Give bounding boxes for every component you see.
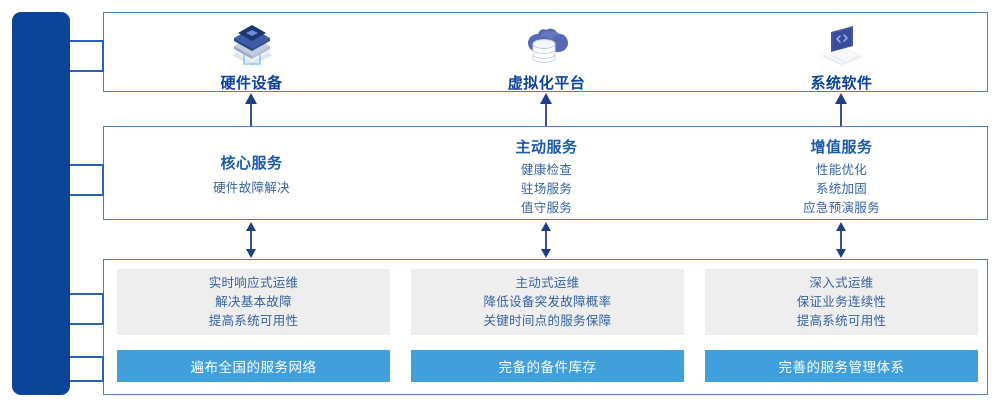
content-column-active-service[interactable]: 主动服务 健康检查 驻场服务 值守服务 xyxy=(399,127,694,219)
arrow-double-content-to-position xyxy=(833,222,849,263)
arrow-up-tech-to-content xyxy=(833,93,849,131)
position-card-line: 关键时间点的服务保障 xyxy=(483,313,612,328)
advantage-bar[interactable]: 完善的服务管理体系 xyxy=(705,350,978,382)
tech-direction-panel: 硬件设备 虚拟化平台 xyxy=(103,12,988,92)
connector-bracket-tech xyxy=(62,40,104,72)
content-column-core-service[interactable]: 核心服务 硬件故障解决 xyxy=(104,127,399,219)
bracket-line-bottom xyxy=(62,380,104,382)
content-item: 健康检查 xyxy=(520,163,573,177)
bracket-line-vertical xyxy=(102,40,104,72)
connector-bracket-advantage xyxy=(62,356,104,382)
arrow-double-content-to-position xyxy=(243,222,259,263)
connector-bracket-position xyxy=(62,293,104,325)
bracket-line-bottom xyxy=(62,323,104,325)
bracket-line-top xyxy=(62,40,104,42)
position-card[interactable]: 主动式运维 降低设备突发故障概率 关键时间点的服务保障 xyxy=(411,269,684,335)
tech-label: 系统软件 xyxy=(810,75,873,92)
position-card-line: 实时响应式运维 xyxy=(208,275,299,290)
position-card-line: 提高系统可用性 xyxy=(208,313,299,328)
content-title: 核心服务 xyxy=(220,155,283,172)
content-item: 应急预演服务 xyxy=(803,201,880,215)
arrow-up-tech-to-content xyxy=(538,93,554,131)
content-item: 硬件故障解决 xyxy=(213,181,290,195)
product-content-panel: 核心服务 硬件故障解决 主动服务 健康检查 驻场服务 值守服务 增值服务 性能优… xyxy=(103,126,988,220)
product-position-panel: 实时响应式运维 解决基本故障 提高系统可用性 主动式运维 降低设备突发故障概率 … xyxy=(103,259,988,395)
content-title: 主动服务 xyxy=(515,139,578,156)
bracket-line-vertical xyxy=(102,164,104,196)
position-card-line: 解决基本故障 xyxy=(215,294,292,309)
tech-column-system-software[interactable]: 系统软件 xyxy=(694,13,989,92)
content-column-value-added-service[interactable]: 增值服务 性能优化 系统加固 应急预演服务 xyxy=(694,127,989,219)
tech-label: 虚拟化平台 xyxy=(507,75,586,92)
position-card[interactable]: 实时响应式运维 解决基本故障 提高系统可用性 xyxy=(117,269,390,335)
bracket-line-top xyxy=(62,293,104,295)
bracket-line-bottom xyxy=(62,194,104,196)
position-card-line: 保证业务连续性 xyxy=(796,294,887,309)
laptop-code-icon xyxy=(815,22,869,70)
position-card-line: 深入式运维 xyxy=(809,275,874,290)
content-item: 系统加固 xyxy=(815,182,868,196)
bracket-line-vertical xyxy=(102,356,104,382)
cloud-database-icon xyxy=(520,22,574,70)
content-item: 值守服务 xyxy=(520,201,573,215)
tech-column-virtualization[interactable]: 虚拟化平台 xyxy=(399,13,694,92)
position-card-line: 提高系统可用性 xyxy=(796,313,887,328)
tech-column-hardware[interactable]: 硬件设备 xyxy=(104,13,399,92)
advantage-bar[interactable]: 遍布全国的服务网络 xyxy=(117,350,390,382)
position-card-line: 主动式运维 xyxy=(515,275,580,290)
tech-label: 硬件设备 xyxy=(220,75,283,92)
bracket-line-top xyxy=(62,164,104,166)
position-card-line: 降低设备突发故障概率 xyxy=(483,294,612,309)
arrow-double-content-to-position xyxy=(538,222,554,263)
bracket-line-vertical xyxy=(102,293,104,325)
content-title: 增值服务 xyxy=(810,139,873,156)
arrow-up-tech-to-content xyxy=(243,93,259,131)
content-item: 性能优化 xyxy=(815,163,868,177)
position-card[interactable]: 深入式运维 保证业务连续性 提高系统可用性 xyxy=(705,269,978,335)
sidebar xyxy=(12,12,70,395)
server-stack-icon xyxy=(225,22,279,70)
advantage-bar[interactable]: 完备的备件库存 xyxy=(411,350,684,382)
connector-bracket-content xyxy=(62,164,104,196)
content-item: 驻场服务 xyxy=(520,182,573,196)
bracket-line-top xyxy=(62,356,104,358)
bracket-line-bottom xyxy=(62,70,104,72)
